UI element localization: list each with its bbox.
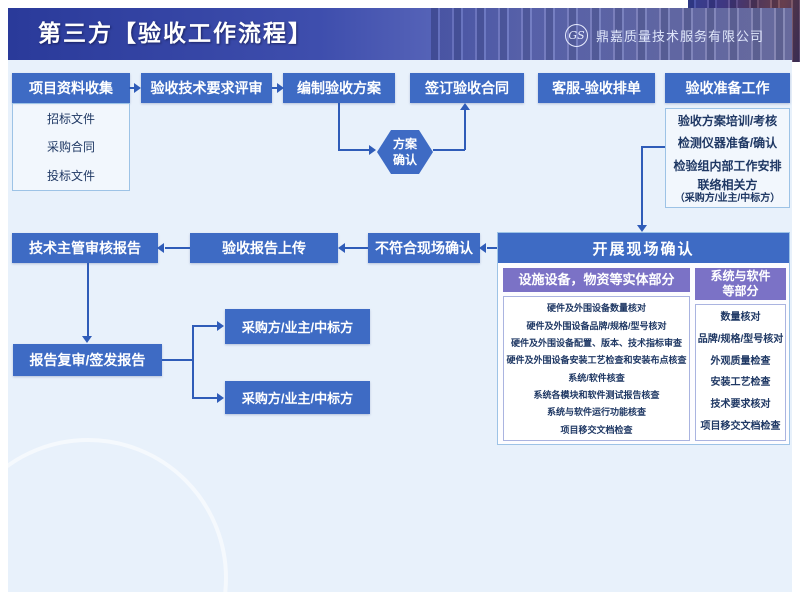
arrow-line [129, 87, 135, 89]
check-item: 硬件及外围设备数量核对 [546, 303, 646, 314]
prep-item-liaison: 联络相关方 （采购方/业主/中标方） [674, 177, 781, 204]
software-column-header: 系统与软件 等部分 [695, 268, 786, 300]
arrow-right-icon [217, 321, 224, 331]
arrow-down-icon [637, 225, 647, 232]
step-service-scheduling: 客服-验收排单 [538, 73, 655, 103]
arrow-line [165, 247, 190, 249]
step-tech-requirement-review: 验收技术要求评审 [141, 73, 272, 103]
check-item: 项目移交文档检查 [700, 421, 781, 433]
prep-item-internal-arrangement: 检验组内部工作安排 [673, 158, 782, 173]
hexagon-label-line1: 方案 [392, 136, 417, 151]
doc-item-tender-file: 投标文件 [46, 169, 95, 184]
arrow-line [487, 247, 497, 249]
arrow-left-icon [479, 243, 486, 253]
facilities-check-list: 硬件及外围设备数量核对 硬件及外围设备品牌/规格/型号核对 硬件及外围设备配置、… [503, 296, 690, 441]
arrow-right-icon [217, 393, 224, 403]
check-item: 品牌/规格/型号核对 [697, 333, 784, 345]
check-item: 硬件及外围设备品牌/规格/型号核对 [526, 320, 667, 331]
step-project-data-collection: 项目资料收集 [12, 73, 130, 103]
prep-item-liaison-line1: 联络相关方 [697, 177, 758, 192]
connector-line [464, 109, 466, 150]
step-sign-contract: 签订验收合同 [410, 73, 524, 103]
check-item: 外观质量检查 [710, 355, 771, 367]
connector-line [641, 146, 643, 226]
arrow-right-icon [369, 145, 376, 155]
check-item: 系统/软件核查 [568, 372, 625, 383]
decorative-circle [8, 438, 228, 592]
arrow-right-icon [134, 83, 141, 93]
recipient-box-top: 采购方/业主/中标方 [225, 309, 370, 344]
arrow-left-icon [338, 243, 345, 253]
connector-line [192, 397, 218, 399]
facilities-column-header: 设施设备，物资等实体部分 [503, 268, 690, 292]
doc-item-bidding-file: 招标文件 [46, 111, 95, 126]
connector-line [87, 263, 89, 336]
step-report-review-issue: 报告复审/签发报告 [13, 344, 162, 376]
doc-item-purchase-contract: 采购合同 [46, 140, 95, 155]
connector-line [192, 325, 218, 327]
onsite-confirmation-panel: 开展现场确认 设施设备，物资等实体部分 硬件及外围设备数量核对 硬件及外围设备品… [497, 232, 790, 445]
arrow-down-icon [82, 336, 92, 343]
arrow-line [345, 247, 368, 249]
skyline-texture [431, 8, 792, 60]
prep-item-liaison-line2: （采购方/业主/中标方） [674, 192, 781, 204]
software-check-list: 数量核对 品牌/规格/型号核对 外观质量检查 安装工艺检查 技术要求核对 项目移… [695, 304, 786, 441]
logo-monogram-icon: GS [564, 23, 588, 47]
step-supervisor-review-report: 技术主管审核报告 [12, 233, 158, 263]
check-item: 硬件及外围设备安装工艺检查和安装布点核查 [506, 355, 687, 366]
connector-line [338, 149, 369, 151]
prep-item-instruments: 检测仪器准备/确认 [677, 136, 778, 151]
connector-line [433, 149, 465, 151]
slide-canvas: 第三方【验收工作流程】 GS 鼎嘉质量技术服务有限公司 项目资料收集 验收技术要… [8, 8, 792, 592]
preparation-list: 验收方案培训/考核 检测仪器准备/确认 检验组内部工作安排 联络相关方 （采购方… [665, 108, 790, 208]
onsite-title: 开展现场确认 [498, 233, 789, 263]
connector-line [192, 325, 194, 399]
step-draft-acceptance-plan: 编制验收方案 [283, 73, 395, 103]
decision-plan-confirmation: 方案 确认 [377, 130, 433, 174]
check-item: 项目移交文档检查 [560, 424, 633, 435]
company-logo: GS 鼎嘉质量技术服务有限公司 [564, 22, 764, 48]
connector-line [162, 359, 193, 361]
check-item: 安装工艺检查 [710, 377, 771, 389]
arrow-line [272, 87, 278, 89]
software-header-line1: 系统与软件 [710, 269, 771, 283]
arrow-right-icon [277, 83, 284, 93]
prep-item-training: 验收方案培训/考核 [677, 113, 778, 128]
check-item: 技术要求核对 [710, 399, 771, 411]
connector-line [338, 103, 340, 150]
check-item: 数量核对 [720, 311, 761, 323]
check-item: 硬件及外围设备配置、版本、技术指标审查 [510, 337, 682, 348]
document-list: 招标文件 采购合同 投标文件 [12, 103, 130, 191]
recipient-box-bottom: 采购方/业主/中标方 [225, 381, 370, 414]
step-acceptance-preparation: 验收准备工作 [665, 73, 790, 103]
connector-line [641, 146, 665, 148]
arrow-left-icon [157, 243, 164, 253]
step-upload-report: 验收报告上传 [190, 233, 338, 263]
header-bar [8, 8, 792, 60]
arrow-up-icon [460, 103, 470, 110]
software-header-line2: 等部分 [722, 284, 759, 298]
step-nonconformity-confirmation: 不符合现场确认 [368, 233, 480, 263]
hexagon-label-line2: 确认 [392, 153, 417, 167]
page-title: 第三方【验收工作流程】 [38, 20, 313, 47]
check-item: 系统与软件运行功能核查 [546, 407, 646, 418]
company-name: 鼎嘉质量技术服务有限公司 [595, 28, 764, 44]
check-item: 系统各模块和软件测试报告核查 [533, 390, 660, 401]
